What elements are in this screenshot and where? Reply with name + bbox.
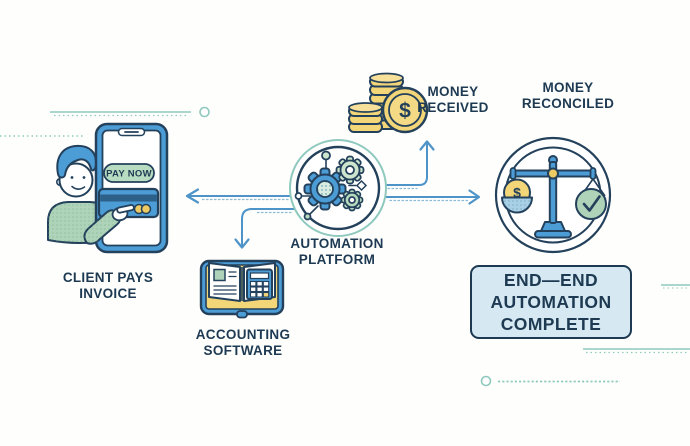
client-phone-icon: PAY NOW xyxy=(47,122,169,254)
dollar-symbol: $ xyxy=(399,100,411,123)
decor-line-bottom xyxy=(480,375,620,387)
calculator-icon xyxy=(246,268,273,300)
hair-icon xyxy=(56,144,98,179)
arrow-platform-to-money-reconciled xyxy=(385,189,481,205)
decor-circle-bottom xyxy=(480,375,492,387)
decor-circle-top-left xyxy=(199,106,210,118)
client-pays-invoice-label: CLIENT PAYS INVOICE xyxy=(62,270,154,301)
checkmark-icon xyxy=(582,195,601,212)
decor-line-mid-right xyxy=(583,348,690,354)
face-icon xyxy=(58,162,94,198)
scale-coin-pan-icon: $ xyxy=(501,178,533,214)
scale-check-pan-icon xyxy=(575,178,607,220)
end-end-automation-complete-box: END—END AUTOMATION COMPLETE xyxy=(470,265,632,339)
money-reconciled-label: MONEY RECONCILED xyxy=(521,80,615,111)
coins-icon: $ xyxy=(348,72,429,134)
dollar-symbol: $ xyxy=(513,185,521,201)
balance-scale-icon: $ xyxy=(494,136,612,254)
gear-large-icon xyxy=(303,167,347,211)
arrow-platform-to-client xyxy=(185,188,291,204)
person-illustration xyxy=(47,144,111,244)
automation-platform-label: AUTOMATION PLATFORM xyxy=(290,236,384,267)
pointing-hand-icon xyxy=(83,204,135,245)
arrowhead-down-icon xyxy=(234,238,250,249)
pay-now-label: PAY NOW xyxy=(106,169,152,180)
arrow-platform-to-accounting xyxy=(234,208,296,249)
automation-platform-icon xyxy=(289,139,387,237)
money-received-label: MONEY RECEIVED xyxy=(417,84,489,115)
gear-bottom-icon xyxy=(340,188,364,212)
decor-line-top-left xyxy=(50,106,210,118)
accounting-software-label: ACCOUNTING SOFTWARE xyxy=(195,327,291,358)
arrow-platform-to-money-received xyxy=(384,140,435,190)
arrowhead-right-icon xyxy=(468,189,481,205)
gear-top-icon xyxy=(335,155,365,185)
arrowhead-up-icon xyxy=(419,140,435,151)
dollar-coin-icon: $ xyxy=(381,86,429,134)
decor-line-right-edge xyxy=(661,284,690,289)
accounting-book-icon xyxy=(199,259,285,319)
pay-now-button: PAY NOW xyxy=(103,163,155,183)
arrowhead-left-icon xyxy=(185,188,200,204)
